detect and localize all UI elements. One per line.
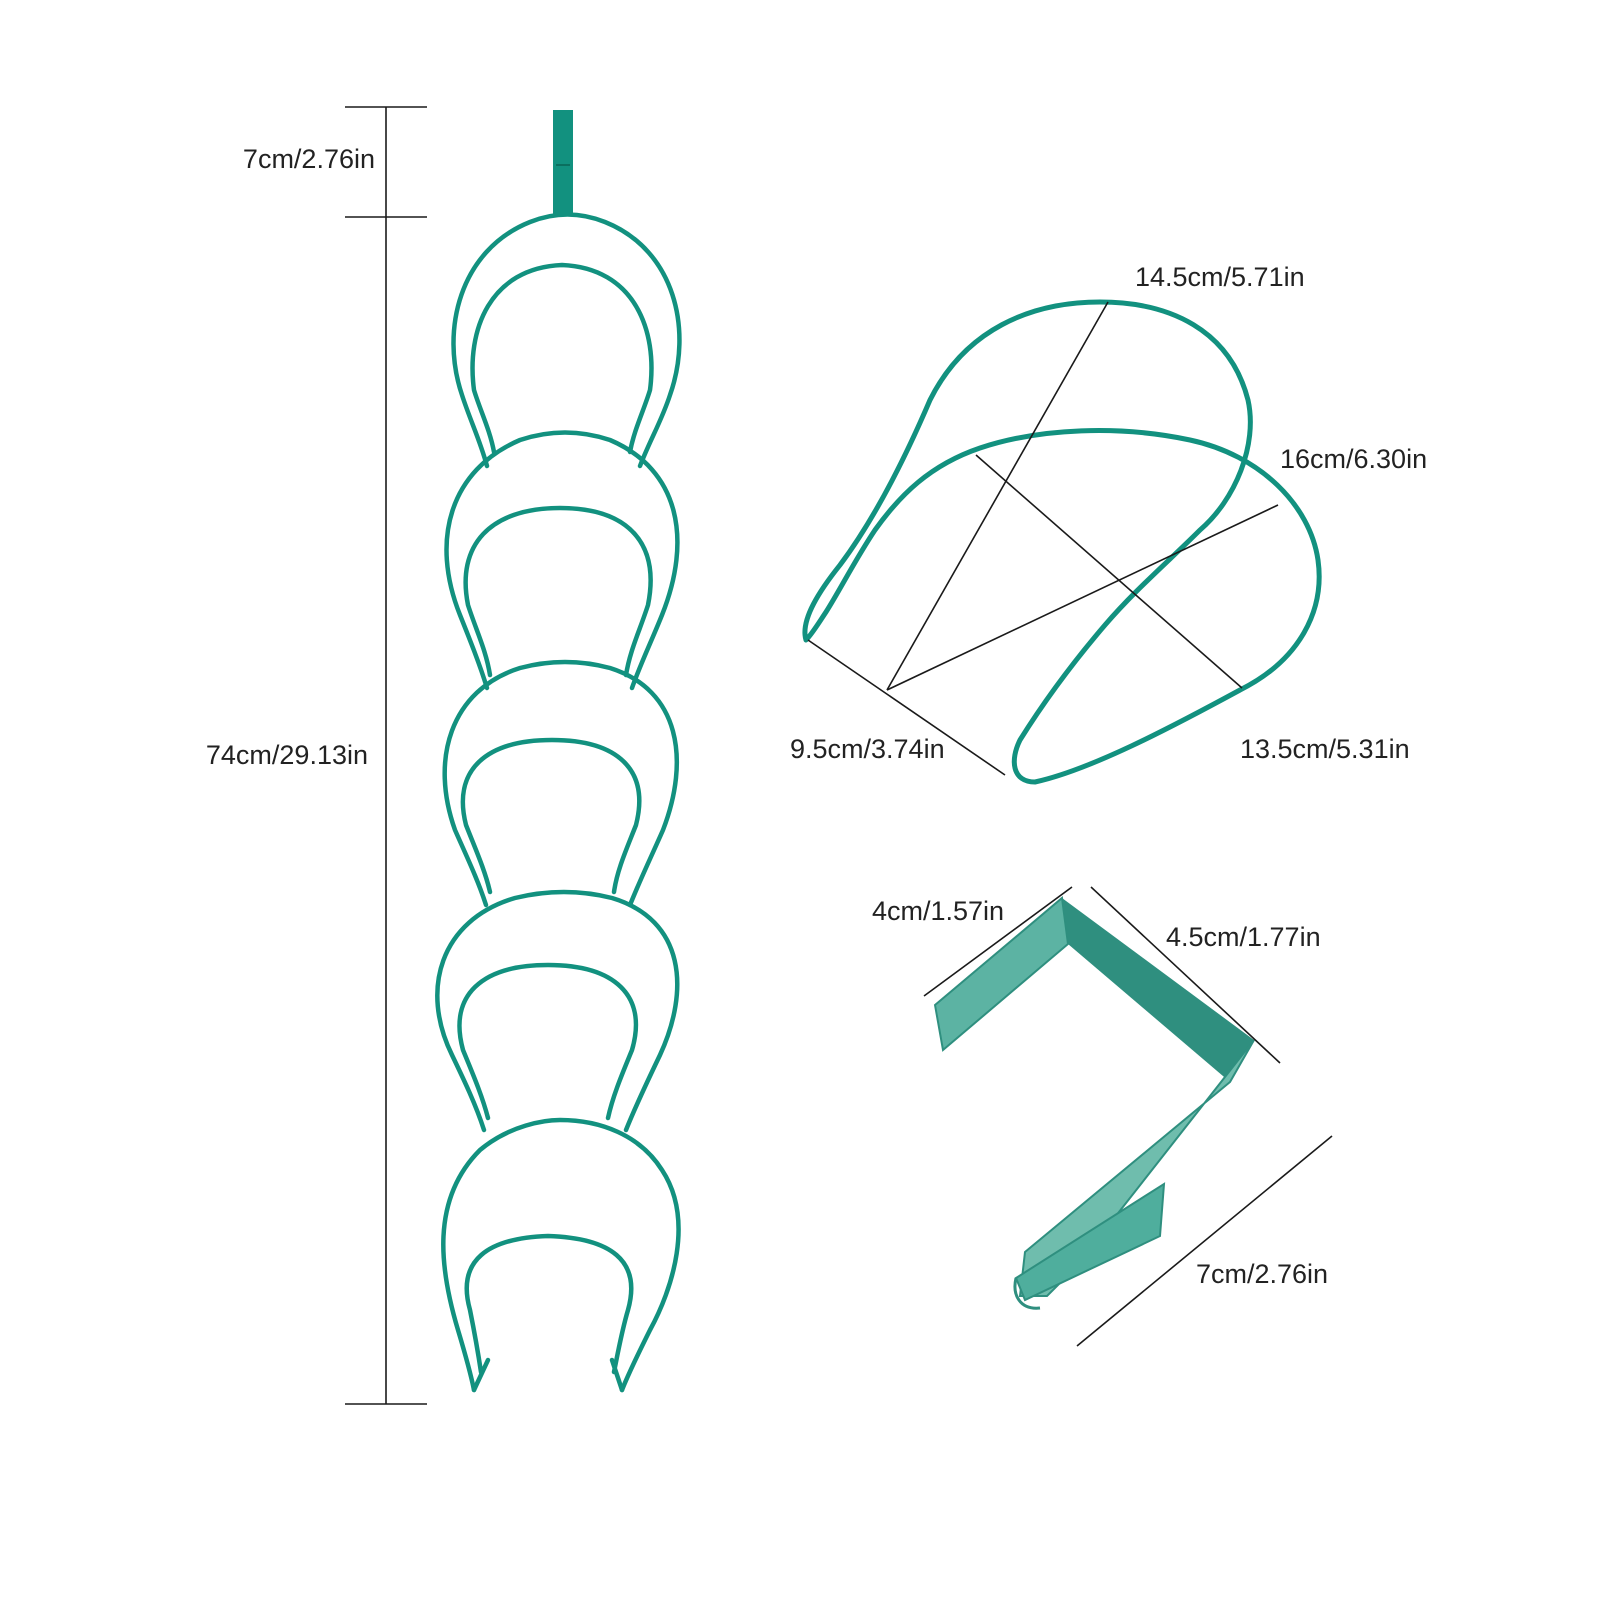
wire-holder: 14.5cm/5.71in 16cm/6.30in 9.5cm/3.74in 1…: [790, 262, 1427, 785]
holder-depth-top-label: 14.5cm/5.71in: [1135, 262, 1305, 292]
vertical-rack: 7cm/2.76in 74cm/29.13in: [206, 106, 682, 1405]
holder-length-label: 13.5cm/5.31in: [1240, 734, 1410, 764]
hook-top-long-label: 4.5cm/1.77in: [1166, 922, 1321, 952]
holder-width-label: 9.5cm/3.74in: [790, 734, 945, 764]
rack-dimension-lines: [345, 106, 427, 1405]
holder-wire: [802, 299, 1322, 785]
holder-dimension-lines: [807, 301, 1279, 776]
rack-wire-frame: [435, 212, 682, 1393]
hook-drop-label: 7cm/2.76in: [1196, 1259, 1328, 1289]
hook-top-short-label: 4cm/1.57in: [872, 896, 1004, 926]
door-hook: 4cm/1.57in 4.5cm/1.77in 7cm/2.76in: [872, 886, 1333, 1347]
rack-total-height-label: 74cm/29.13in: [206, 740, 368, 770]
rack-top-hook: [553, 110, 573, 216]
holder-diagonal-label: 16cm/6.30in: [1280, 444, 1427, 474]
rack-hook-height-label: 7cm/2.76in: [243, 144, 375, 174]
hook-dimension-lines: [923, 886, 1333, 1347]
